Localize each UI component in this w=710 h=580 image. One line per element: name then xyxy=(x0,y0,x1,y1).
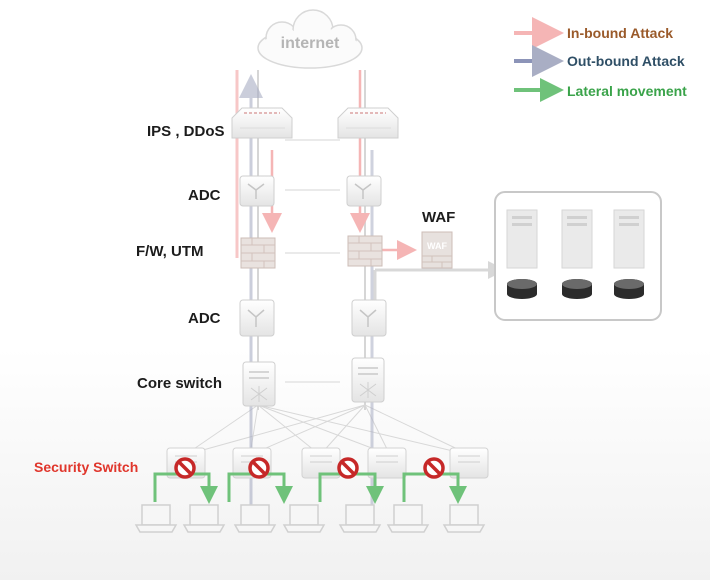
waf-device: WAF xyxy=(421,231,453,269)
firewall-device-right xyxy=(347,235,383,267)
tier-label-core-switch: Core switch xyxy=(137,375,222,392)
core-switch-right xyxy=(351,357,385,403)
laptop-icon xyxy=(182,504,226,533)
tier-label-ips-ddos: IPS , DDoS xyxy=(147,123,225,140)
tier-label-firewall: F/W, UTM xyxy=(136,243,204,260)
legend-lateral-label: Lateral movement xyxy=(567,83,687,99)
legend-lateral: Lateral movement xyxy=(514,78,687,102)
core-switch-left xyxy=(242,361,276,407)
server-icon xyxy=(561,209,593,299)
ips-device-right xyxy=(337,107,399,139)
firewall-device-left xyxy=(240,237,276,269)
adc-device-bottom-right xyxy=(351,299,387,337)
distribution-mesh xyxy=(184,404,471,456)
waf-label: WAF xyxy=(422,209,455,226)
waf-device-text: WAF xyxy=(427,241,447,251)
ips-device-left xyxy=(231,107,293,139)
block-icon xyxy=(423,457,445,479)
block-icon xyxy=(174,457,196,479)
security-switch-icon xyxy=(449,447,489,479)
legend-inbound: In-bound Attack xyxy=(514,17,673,49)
block-icon xyxy=(337,457,359,479)
legend-inbound-label: In-bound Attack xyxy=(567,25,673,41)
block-icon xyxy=(248,457,270,479)
laptop-icon xyxy=(282,504,326,533)
tier-label-adc-top: ADC xyxy=(188,187,221,204)
server-farm xyxy=(494,191,662,321)
tier-label-adc-bottom: ADC xyxy=(188,310,221,327)
laptop-icon xyxy=(134,504,178,533)
laptop-icon xyxy=(338,504,382,533)
endpoints xyxy=(134,504,486,533)
server-icon xyxy=(613,209,645,299)
security-switch-label: Security Switch xyxy=(34,459,138,475)
security-switch-icon xyxy=(367,447,407,479)
server-icon xyxy=(506,209,538,299)
adc-device-bottom-left xyxy=(239,299,275,337)
legend: In-bound Attack Out-bound Attack Lateral… xyxy=(514,17,687,102)
legend-outbound: Out-bound Attack xyxy=(514,45,685,77)
legend-outbound-label: Out-bound Attack xyxy=(567,53,685,69)
laptop-icon xyxy=(442,504,486,533)
adc-device-top-left xyxy=(239,175,275,207)
laptop-icon xyxy=(386,504,430,533)
inbound-attack-path xyxy=(235,70,417,260)
internet-label: internet xyxy=(281,35,340,52)
laptop-icon xyxy=(233,504,277,533)
adc-device-top-right xyxy=(346,175,382,207)
internet-cloud-icon: internet xyxy=(257,9,363,69)
